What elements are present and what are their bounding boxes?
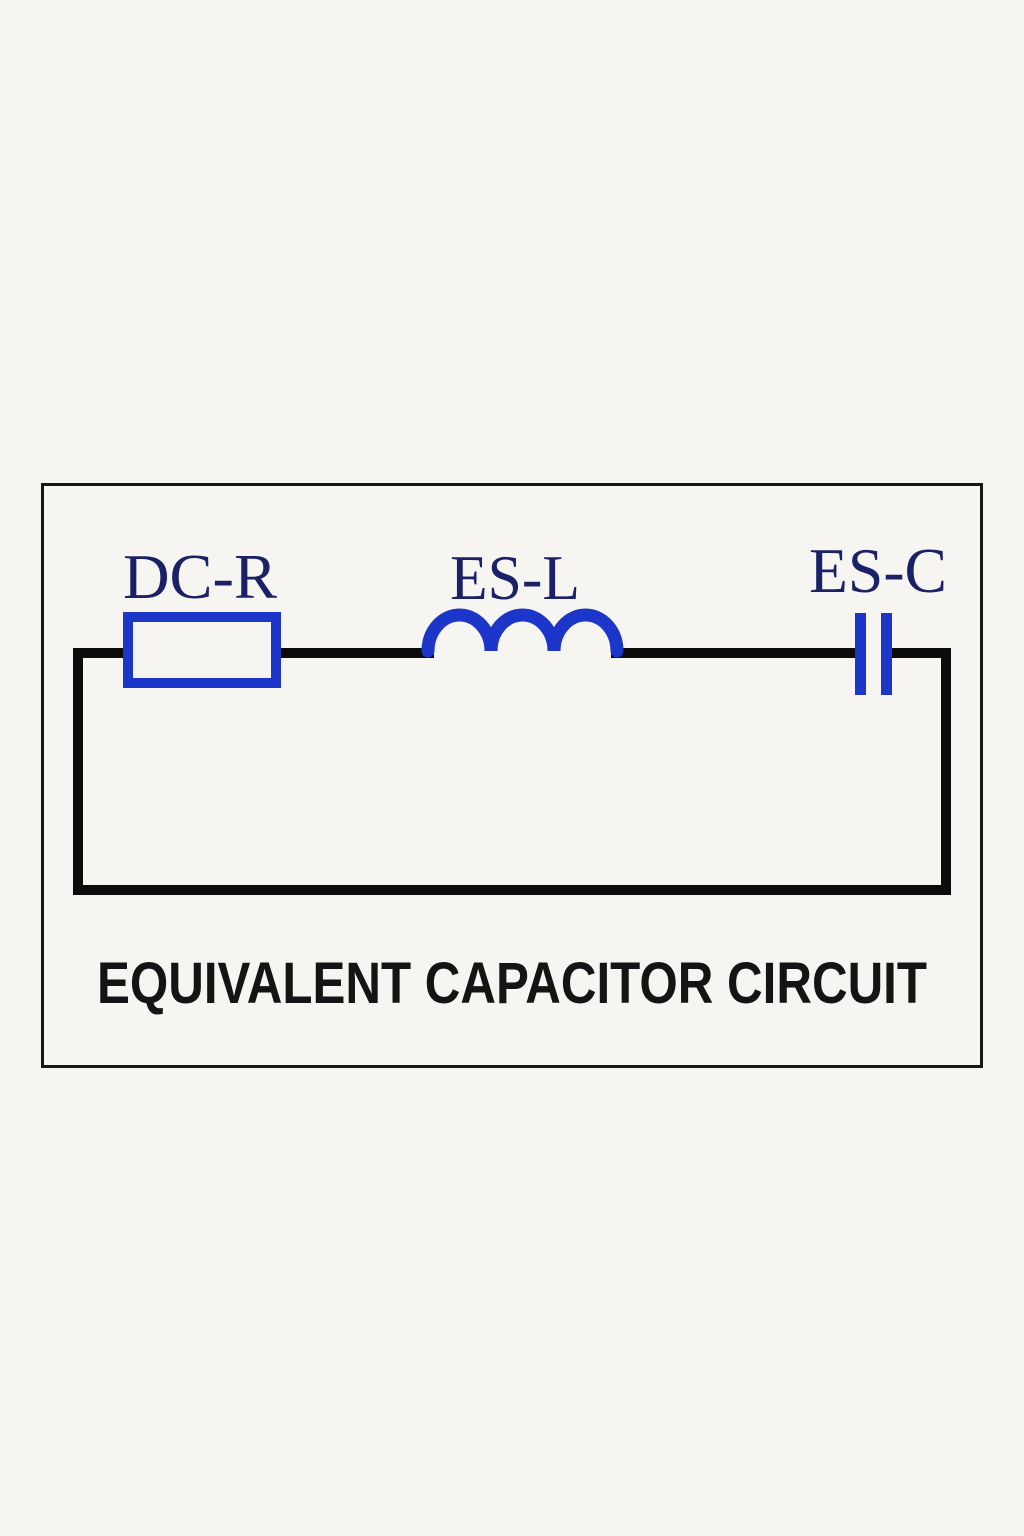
resistor-symbol (123, 612, 281, 688)
resistor-label: DC-R (123, 541, 277, 612)
capacitor-plate-left (855, 613, 866, 695)
capacitor-plate-right (881, 613, 892, 695)
circuit-wire (73, 648, 951, 895)
diagram-frame (41, 483, 983, 1068)
diagram-title: EQUIVALENT CAPACITOR CIRCUIT (97, 951, 927, 1016)
capacitor-symbol (855, 613, 892, 695)
inductor-label: ES-L (450, 542, 580, 613)
inductor-symbol (421, 608, 624, 658)
capacitor-label: ES-C (809, 535, 947, 606)
